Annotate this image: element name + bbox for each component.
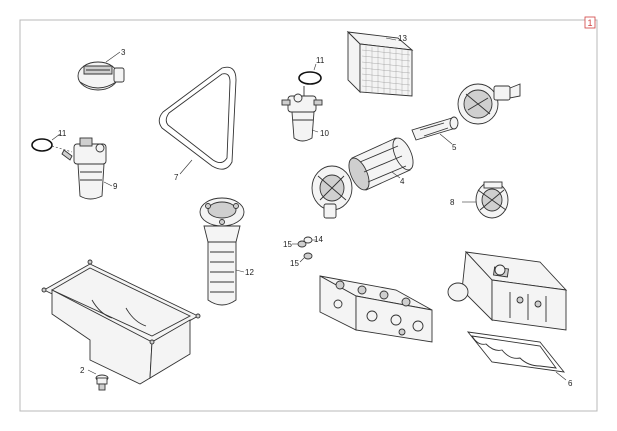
o-ring-center[interactable] — [298, 63, 322, 85]
fuel-filter-element-part[interactable] — [411, 116, 459, 145]
seal-washer-upper[interactable] — [292, 240, 307, 248]
v-belt-part[interactable] — [158, 66, 237, 175]
callout-6: 6 — [568, 379, 573, 388]
valve-cover[interactable] — [447, 250, 568, 331]
seal-washer-lower[interactable] — [299, 252, 313, 263]
assembly-guide-line — [51, 145, 73, 153]
o-ring-left[interactable] — [31, 133, 61, 152]
callout-7: 7 — [174, 173, 179, 182]
sheet-number-label: 1 — [588, 18, 593, 28]
callout-9: 9 — [113, 182, 118, 191]
oil-filter-housing-part[interactable] — [199, 197, 245, 306]
callout-14: 14 — [314, 235, 323, 244]
callout-5: 5 — [452, 143, 457, 152]
seal-washer-middle[interactable] — [303, 236, 316, 244]
cylinder-head[interactable] — [319, 275, 433, 343]
callout-13: 13 — [398, 34, 407, 43]
diagram-frame — [19, 19, 598, 412]
callout-11-left: 11 — [58, 129, 67, 138]
callout-12: 12 — [245, 268, 254, 277]
filter-housing-bowl[interactable] — [311, 165, 353, 219]
fuel-filter-assembly-left[interactable] — [61, 137, 113, 200]
spin-on-oil-filter[interactable] — [462, 181, 509, 219]
callout-10: 10 — [320, 129, 329, 138]
callout-11-center: 11 — [316, 56, 325, 65]
callout-2: 2 — [80, 366, 85, 375]
drain-plug[interactable] — [87, 369, 109, 391]
sheet-number-badge[interactable]: 1 — [584, 16, 596, 29]
callout-15-upper: 15 — [283, 240, 292, 249]
callout-8: 8 — [450, 198, 455, 207]
oil-pan[interactable] — [41, 259, 201, 385]
callout-4: 4 — [400, 177, 405, 186]
oil-filter-cartridge[interactable] — [345, 135, 417, 193]
valve-cover-gasket[interactable] — [466, 331, 567, 381]
air-filter-part[interactable] — [346, 30, 414, 97]
callout-15-lower: 15 — [290, 259, 299, 268]
fuel-prefilter-assembly[interactable] — [281, 86, 323, 142]
filler-cap-part[interactable] — [77, 51, 125, 91]
callout-3: 3 — [121, 48, 126, 57]
oil-filter-housing-top[interactable] — [457, 83, 521, 125]
